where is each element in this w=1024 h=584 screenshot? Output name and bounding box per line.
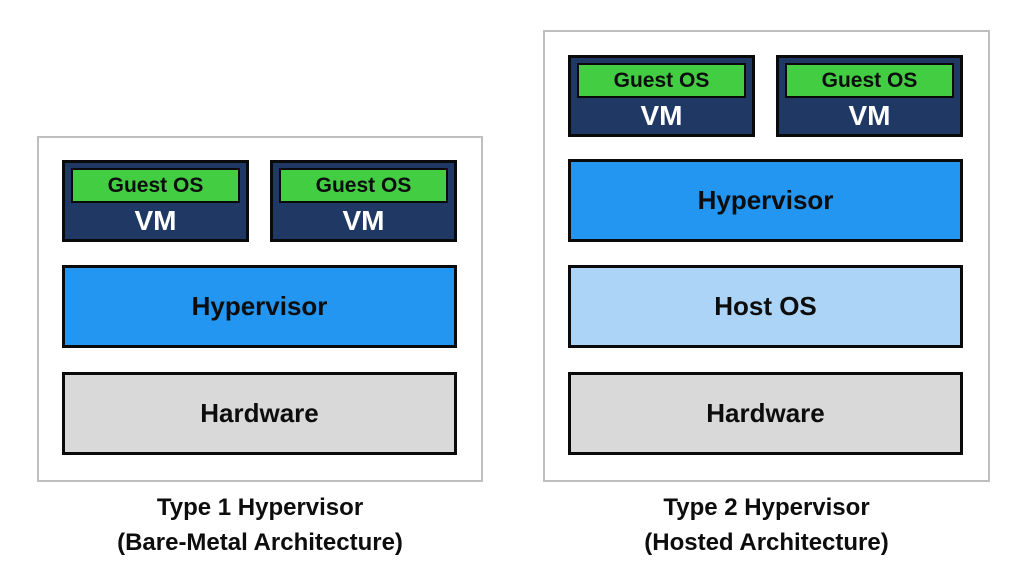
type1-vm-box-2: Guest OS VM [270,160,457,242]
type1-frame: Guest OS VM Guest OS VM Hypervisor Hardw… [37,136,483,482]
type2-hypervisor-layer: Hypervisor [568,159,963,242]
type2-caption-line1: Type 2 Hypervisor [663,494,870,521]
type1-vm2-label: VM [342,205,385,236]
type2-vm-box-1: Guest OS VM [568,55,755,137]
type2-caption-line2: (Hosted Architecture) [644,529,889,556]
type1-hypervisor-layer: Hypervisor [62,265,457,348]
type2-host-os-layer: Host OS [568,265,963,348]
type1-caption-line1: Type 1 Hypervisor [156,494,364,521]
type1-caption-line2: (Bare-Metal Architecture) [117,529,403,556]
type2-caption: Type 2 Hypervisor (Hosted Architecture) [543,490,990,560]
type2-vm-box-2: Guest OS VM [776,55,963,137]
type1-vm2-guest-os-box: Guest OS [279,168,448,203]
type1-vm1-guest-os-box: Guest OS [71,168,240,203]
type2-vm1-guest-os-box: Guest OS [577,63,746,98]
type2-hardware-layer: Hardware [568,372,963,455]
type1-vm1-label: VM [134,205,177,236]
type1-caption: Type 1 Hypervisor (Bare-Metal Architectu… [37,490,483,560]
type2-frame: Guest OS VM Guest OS VM Hypervisor Host … [543,30,990,482]
type2-vm-row: Guest OS VM Guest OS VM [568,55,963,137]
type2-vm1-label: VM [640,100,683,131]
type2-vm2-guest-os-box: Guest OS [785,63,954,98]
type2-vm2-label: VM [848,100,891,131]
type1-vm-row: Guest OS VM Guest OS VM [62,160,457,242]
type1-vm-box-1: Guest OS VM [62,160,249,242]
type1-hardware-layer: Hardware [62,372,457,455]
